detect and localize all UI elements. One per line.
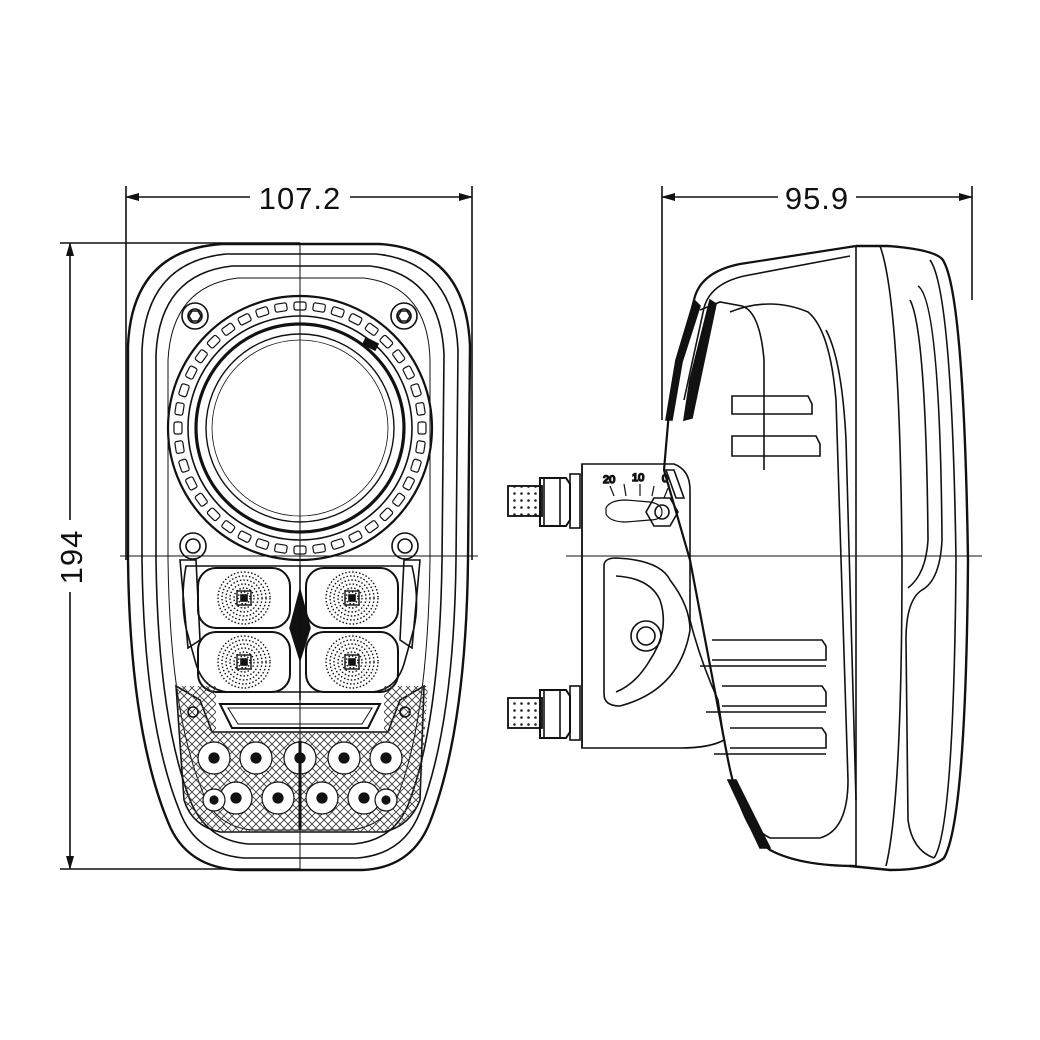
led-ring-segment [194,492,208,507]
tilt-scale [605,483,669,523]
led-ring-segment [185,365,198,380]
housing-outer [126,242,472,872]
cooling-slot-2 [731,435,821,457]
led-ring-segment [348,530,363,543]
mounting-bracket [581,463,725,749]
led-ring-segment [237,313,252,326]
led-ring-segment [274,302,288,313]
led-ring-segment [379,507,394,522]
led-ring-segment [410,458,422,473]
cooling-slot-1 [731,395,813,415]
tilt-label-10: 10 [632,472,644,484]
led-module [197,631,291,693]
cooling-fin-2 [722,685,827,707]
led-ring-segment [221,520,236,534]
rear-cover [849,244,970,872]
height-dimension-label: 194 [54,530,89,585]
led-ring-segment [206,507,221,522]
led-ring-segment [312,302,326,313]
led-ring-segment [392,349,406,364]
led-ring-segment [237,530,252,543]
housing-inner-2 [155,265,445,845]
led-ring-segment [178,458,190,473]
led-modules [197,567,399,693]
bracket-pivot-outer [630,620,662,652]
led-ring-segment [402,476,415,491]
front-view [120,242,478,872]
light-bar [218,703,382,729]
led-ring-segment [364,322,379,336]
cooling-fin-1 [712,639,827,661]
led-module [305,567,399,629]
led-ring-segment [194,349,208,364]
led-ring-segment [255,306,270,318]
led-ring-segment [173,421,183,435]
side-view: 20 10 0 [507,244,982,872]
mounting-stud-top [507,473,581,529]
led-ring-segment [330,306,345,318]
bolt-bottom-right [391,532,419,560]
led-ring-segment [402,365,415,380]
reflector-cells [197,741,403,830]
led-ring-segment [178,383,190,398]
bolt-top-right [390,302,418,330]
led-ring-segment [221,322,236,336]
depth-dimension-label: 95.9 [785,181,849,216]
led-ring-segment [274,543,288,554]
led-ring-segment [415,440,426,454]
led-ring-segment [348,313,363,326]
housing-inner-1 [141,253,459,859]
led-ring-segment [174,402,185,416]
led-ring-segment [185,476,198,491]
led-ring-segment [330,538,345,550]
led-ring-segment [206,334,221,349]
led-ring-segment [255,538,270,550]
led-ring-segments [173,301,427,555]
led-module [197,567,291,629]
bolt-bottom-left [179,532,207,560]
led-ring-segment [415,402,426,416]
tilt-label-20: 20 [603,474,615,486]
cooling-fin-3 [730,727,827,749]
bolt-top-left [181,302,209,330]
tilt-label-0: 0 [662,473,668,485]
led-ring-segment [174,440,185,454]
adjustment-screw [645,469,686,527]
led-ring-segment [410,383,422,398]
mounting-stud-bottom [507,685,581,741]
led-module [305,631,399,693]
led-ring-segment [312,543,326,554]
led-ring-segment [417,421,427,435]
bracket-pivot-inner [636,626,656,646]
led-ring-segment [392,492,406,507]
width-dimension-label: 107.2 [259,181,342,216]
led-ring-segment [364,520,379,534]
led-ring-segment [379,334,394,349]
